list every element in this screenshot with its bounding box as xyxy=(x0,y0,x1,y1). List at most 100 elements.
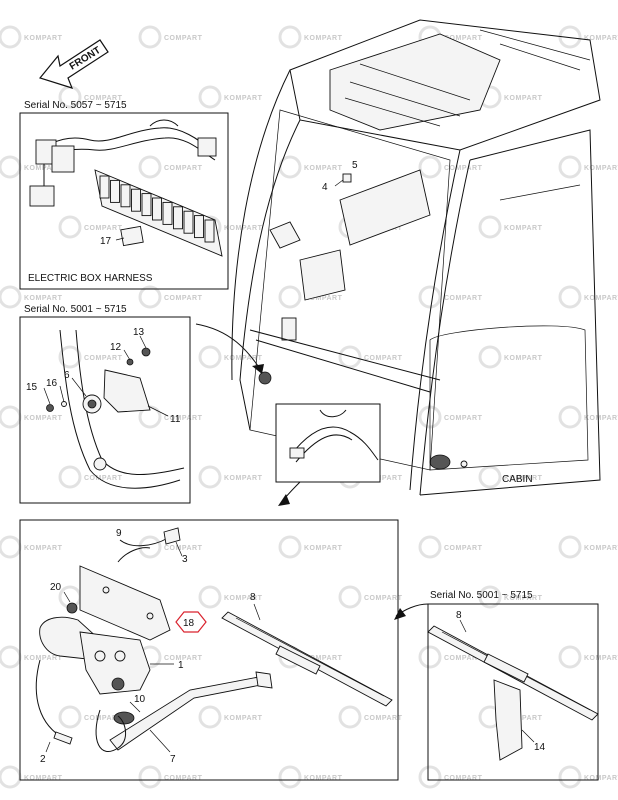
watermark-logo xyxy=(558,155,582,179)
watermark-text: COMPART xyxy=(444,295,483,302)
watermark-text: KOMPART xyxy=(504,355,543,362)
callout-6: 6 xyxy=(64,370,70,381)
watermark-text: COMPART xyxy=(84,715,123,722)
front-arrow: FRONT xyxy=(38,39,109,89)
watermark-text: KOMPART xyxy=(224,475,263,482)
watermark-text: KOMPART xyxy=(304,545,343,552)
electric-box-panel: Serial No. 5057 ~ 5715 17 ELECTRIC BOX H… xyxy=(19,100,229,290)
watermark-text: KOMPART xyxy=(504,595,543,602)
watermark-text: KOMPART xyxy=(584,545,618,552)
relay-cell xyxy=(99,175,110,199)
watermark-text: COMPART xyxy=(84,95,123,102)
wiper-main-panel: 9 3 20 1 18 2 xyxy=(19,519,399,781)
electric-box-harness-drawing: 17 xyxy=(29,119,223,257)
watermark-text: COMPART xyxy=(164,415,203,422)
electric-box-serial: Serial No. 5057 ~ 5715 xyxy=(24,100,127,111)
callout-14: 14 xyxy=(534,742,546,753)
relay-cell xyxy=(110,179,120,203)
watermark-logo xyxy=(558,405,582,429)
watermark-logo xyxy=(278,765,302,789)
watermark-text: KOMPART xyxy=(584,655,618,662)
watermark-text: KOMPART xyxy=(304,295,343,302)
watermark-logo xyxy=(58,215,82,239)
watermark-logo xyxy=(338,705,362,729)
watermark-logo xyxy=(418,535,442,559)
watermark-text: KOMPART xyxy=(24,295,63,302)
watermark-logo xyxy=(138,765,162,789)
relay-cell xyxy=(131,188,141,212)
callout-16: 16 xyxy=(46,378,58,389)
watermark-text: COMPART xyxy=(164,165,203,172)
callout-8-alt: 8 xyxy=(456,610,462,621)
watermark-logo xyxy=(198,85,222,109)
cabin-drawing: 5 4 CABIN xyxy=(195,19,601,506)
callout-15: 15 xyxy=(26,382,38,393)
callout-2: 2 xyxy=(40,754,46,765)
wiper-alt-serial: Serial No. 5001 ~ 5715 xyxy=(430,590,533,601)
watermark-text: COMPART xyxy=(164,35,203,42)
watermark-text: COMPART xyxy=(364,355,403,362)
wiper-motor xyxy=(39,616,151,695)
callout-13: 13 xyxy=(133,327,145,338)
callout-10: 10 xyxy=(134,694,146,705)
watermark-text: COMPART xyxy=(444,775,483,782)
watermark-text: KOMPART xyxy=(504,95,543,102)
watermark-text: KOMPART xyxy=(304,35,343,42)
callout-3: 3 xyxy=(182,554,188,565)
watermark-logo xyxy=(198,465,222,489)
relay-cell xyxy=(194,215,204,239)
watermark-text: COMPART xyxy=(84,355,123,362)
callout-11: 11 xyxy=(170,414,181,425)
watermark-logo xyxy=(0,645,22,669)
callout-4: 4 xyxy=(322,182,328,193)
watermark-logo xyxy=(478,215,502,239)
watermark-logo xyxy=(58,705,82,729)
watermark-logo xyxy=(138,285,162,309)
callout-1: 1 xyxy=(178,660,184,671)
watermark-logo xyxy=(418,765,442,789)
watermark-text: KOMPART xyxy=(504,715,543,722)
callout-5: 5 xyxy=(352,160,358,171)
watermark-text: COMPART xyxy=(364,595,403,602)
relay-cell xyxy=(204,219,215,243)
watermark-text: KOMPART xyxy=(584,165,618,172)
watermark-text: COMPART xyxy=(164,295,203,302)
relay-cell xyxy=(152,197,162,221)
relay-cell xyxy=(120,184,131,208)
callout-18-highlight: 18 xyxy=(175,611,207,633)
relay-block xyxy=(94,169,223,257)
watermark-logo xyxy=(198,585,222,609)
watermark-logo xyxy=(558,535,582,559)
watermark-text: KOMPART xyxy=(24,165,63,172)
watermark-logo xyxy=(198,705,222,729)
watermark-text: KOMPART xyxy=(24,545,63,552)
watermark-logo xyxy=(138,25,162,49)
watermark-text: COMPART xyxy=(444,655,483,662)
watermark-text: KOMPART xyxy=(584,415,618,422)
watermark-text: KOMPART xyxy=(584,35,618,42)
watermark-text: KOMPART xyxy=(504,225,543,232)
watermark-logo xyxy=(0,535,22,559)
watermark-text: KOMPART xyxy=(224,225,263,232)
watermark-text: COMPART xyxy=(444,35,483,42)
watermark-logo xyxy=(418,285,442,309)
watermark-text: KOMPART xyxy=(224,355,263,362)
watermark-logo xyxy=(478,585,502,609)
watermark-text: KOMPART xyxy=(24,35,63,42)
watermark-text: COMPART xyxy=(84,225,123,232)
watermark-text: KOMPART xyxy=(584,295,618,302)
watermark-logo xyxy=(278,25,302,49)
watermark-text: KOMPART xyxy=(24,655,63,662)
watermark-text: COMPART xyxy=(364,475,403,482)
relay-cell xyxy=(141,193,152,217)
watermark-logo xyxy=(338,585,362,609)
watermark-text: KOMPART xyxy=(24,415,63,422)
bracket-serial: Serial No. 5001 ~ 5715 xyxy=(24,304,127,315)
watermark-logo xyxy=(58,465,82,489)
watermark-logo xyxy=(418,645,442,669)
callout-20: 20 xyxy=(50,582,62,593)
watermark-text: COMPART xyxy=(444,545,483,552)
watermark-logo xyxy=(138,155,162,179)
callout-8: 8 xyxy=(250,592,256,603)
callout-7: 7 xyxy=(170,754,176,765)
